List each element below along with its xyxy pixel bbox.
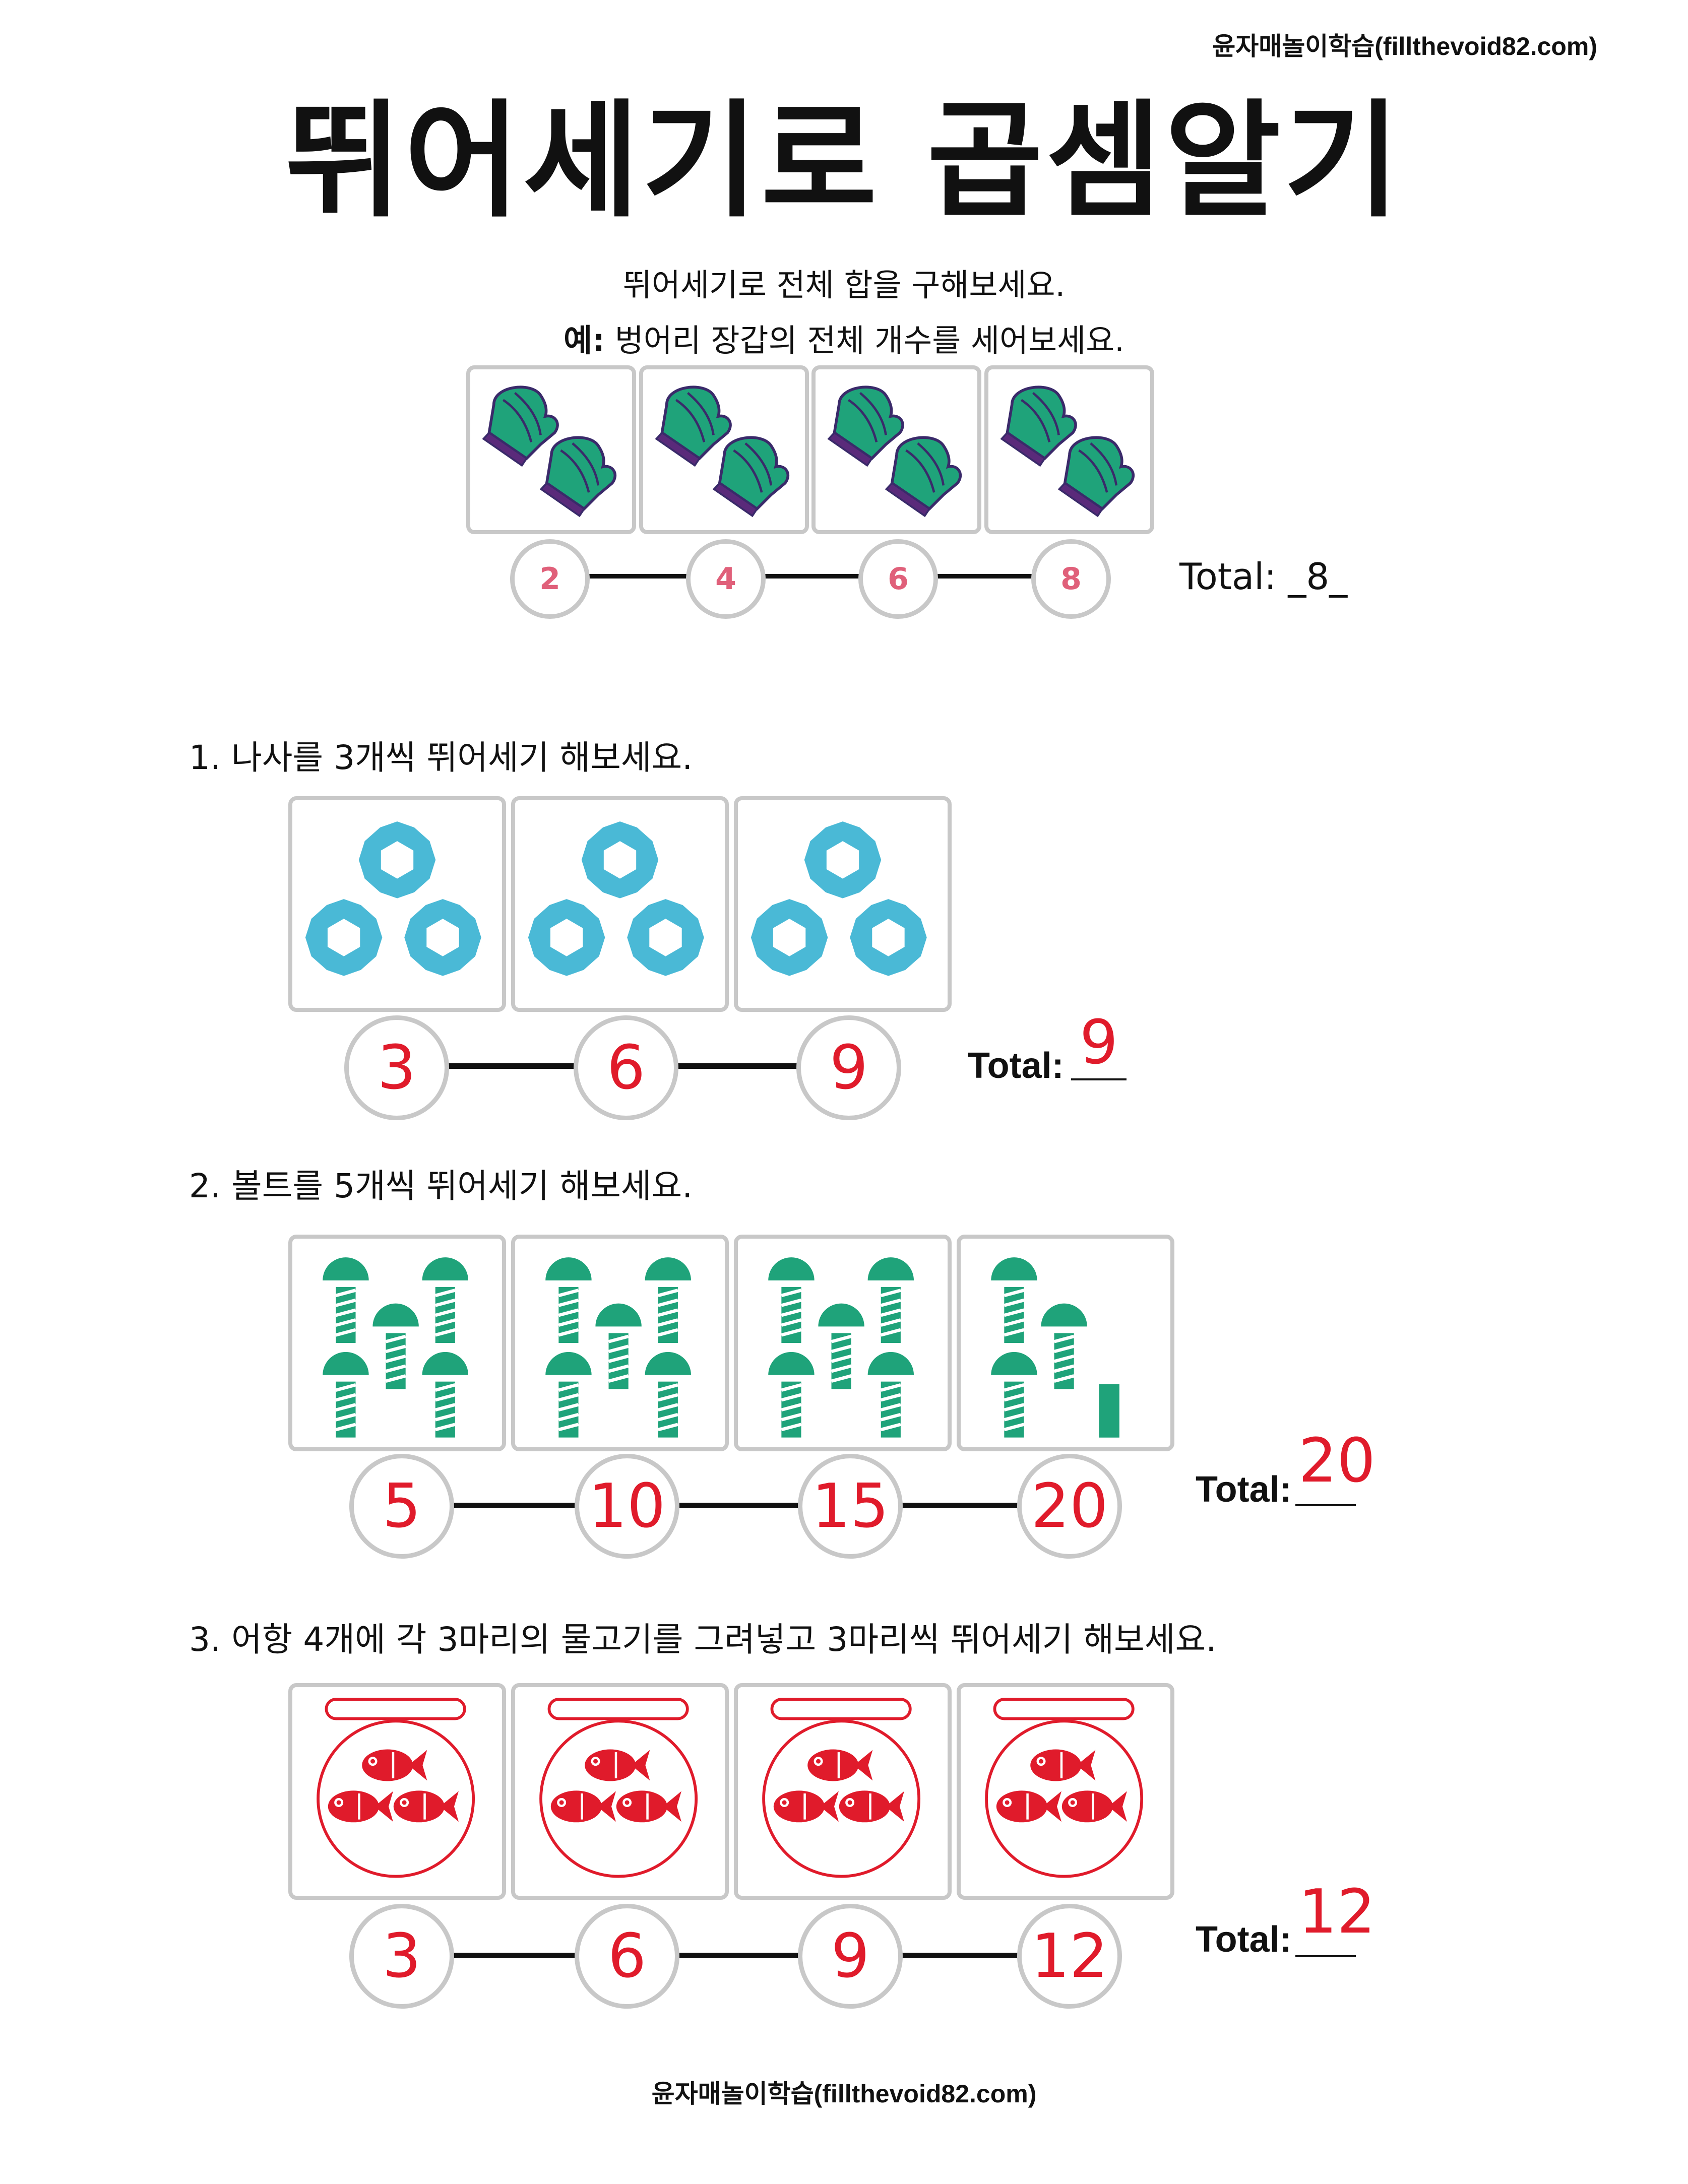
example-tile-4 — [984, 365, 1154, 534]
problem-1-answer: 9 — [1079, 1008, 1118, 1078]
example-tile-2 — [639, 365, 809, 534]
problem-1-count-circle: 3 — [344, 1015, 449, 1120]
problem-3-count-circle: 12 — [1017, 1904, 1122, 2009]
fishbowl-icon — [515, 1687, 725, 1896]
problem-1-tile — [511, 796, 729, 1012]
example-tile-1 — [466, 365, 636, 534]
problem-2-tile — [511, 1235, 729, 1451]
bolt-group-icon — [961, 1239, 1170, 1447]
example-total: Total: _8_ — [1179, 555, 1348, 598]
problem-3-tile — [957, 1683, 1174, 1900]
problem-3-answer-line — [1295, 1955, 1356, 1957]
bolt-group-icon — [738, 1239, 948, 1447]
problem-2-tile — [957, 1235, 1174, 1451]
nut-group-icon — [292, 800, 502, 1008]
problem-2-answer: 20 — [1298, 1426, 1376, 1496]
problem-2-count-circle: 10 — [575, 1454, 679, 1559]
mitten-pair-icon — [470, 369, 632, 530]
problem-3-tile — [288, 1683, 506, 1900]
problem-3-count-circle: 3 — [349, 1904, 454, 2009]
example-text: 벙어리 장갑의 전체 개수를 세어보세요. — [614, 322, 1124, 359]
problem-1-question: 1. 나사를 3개씩 뛰어세기 해보세요. — [189, 738, 693, 777]
nut-group-icon — [738, 800, 948, 1008]
problem-3-count-circle: 9 — [798, 1904, 903, 2009]
problem-1-count-circle: 6 — [574, 1015, 678, 1120]
mitten-pair-icon — [988, 369, 1150, 530]
problem-1-total-label: Total: — [968, 1046, 1064, 1086]
example-total-value: _8_ — [1288, 555, 1348, 598]
problem-1-tile — [734, 796, 952, 1012]
problem-3-tile — [511, 1683, 729, 1900]
bolt-group-icon — [292, 1239, 502, 1447]
fishbowl-icon — [961, 1687, 1170, 1896]
page-title: 뛰어세기로 곱셈알기 — [285, 88, 1403, 234]
example-count-circle: 8 — [1031, 539, 1111, 619]
example-count-circle: 2 — [510, 539, 590, 619]
example-number-line — [580, 574, 1058, 579]
instruction-text: 뛰어세기로 전체 합을 구해보세요. — [622, 267, 1066, 303]
example-line: 예: 벙어리 장갑의 전체 개수를 세어보세요. — [0, 315, 1688, 360]
problem-2-count-circle: 5 — [349, 1454, 454, 1559]
footer-brand: 윤자매놀이학습(fillthevoid82.com) — [651, 2080, 1037, 2108]
problem-2-question: 2. 볼트를 5개씩 뛰어세기 해보세요. — [189, 1167, 693, 1205]
example-tile-3 — [811, 365, 981, 534]
problem-3-question: 3. 어항 4개에 각 3마리의 물고기를 그려넣고 3마리씩 뛰어세기 해보세… — [189, 1620, 1217, 1659]
example-count-circle: 6 — [858, 539, 938, 619]
problem-3-count-circle: 6 — [575, 1904, 679, 2009]
problem-2-number-line — [444, 1503, 1033, 1508]
problem-2-tile — [734, 1235, 952, 1451]
problem-2-answer-line — [1295, 1504, 1356, 1506]
problem-3-total-label: Total: — [1196, 1919, 1292, 1960]
mitten-pair-icon — [816, 369, 977, 530]
problem-3-answer: 12 — [1298, 1877, 1376, 1947]
problem-3-number-line — [444, 1953, 1033, 1958]
problem-1-count-circle: 9 — [796, 1015, 901, 1120]
problem-2-tile — [288, 1235, 506, 1451]
problem-1-tile — [288, 796, 506, 1012]
mitten-pair-icon — [643, 369, 805, 530]
fishbowl-icon — [738, 1687, 948, 1896]
nut-group-icon — [515, 800, 725, 1008]
problem-2-count-circle: 20 — [1017, 1454, 1122, 1559]
bolt-group-icon — [515, 1239, 725, 1447]
site-brand: 윤자매놀이학습(fillthevoid82.com) — [1212, 32, 1597, 60]
problem-2-total-label: Total: — [1196, 1469, 1292, 1510]
fishbowl-icon — [292, 1687, 502, 1896]
problem-1-answer-line — [1071, 1078, 1127, 1080]
example-count-circle: 4 — [686, 539, 766, 619]
problem-3-tile — [734, 1683, 952, 1900]
problem-2-count-circle: 15 — [798, 1454, 903, 1559]
example-label: 예: — [564, 322, 605, 359]
